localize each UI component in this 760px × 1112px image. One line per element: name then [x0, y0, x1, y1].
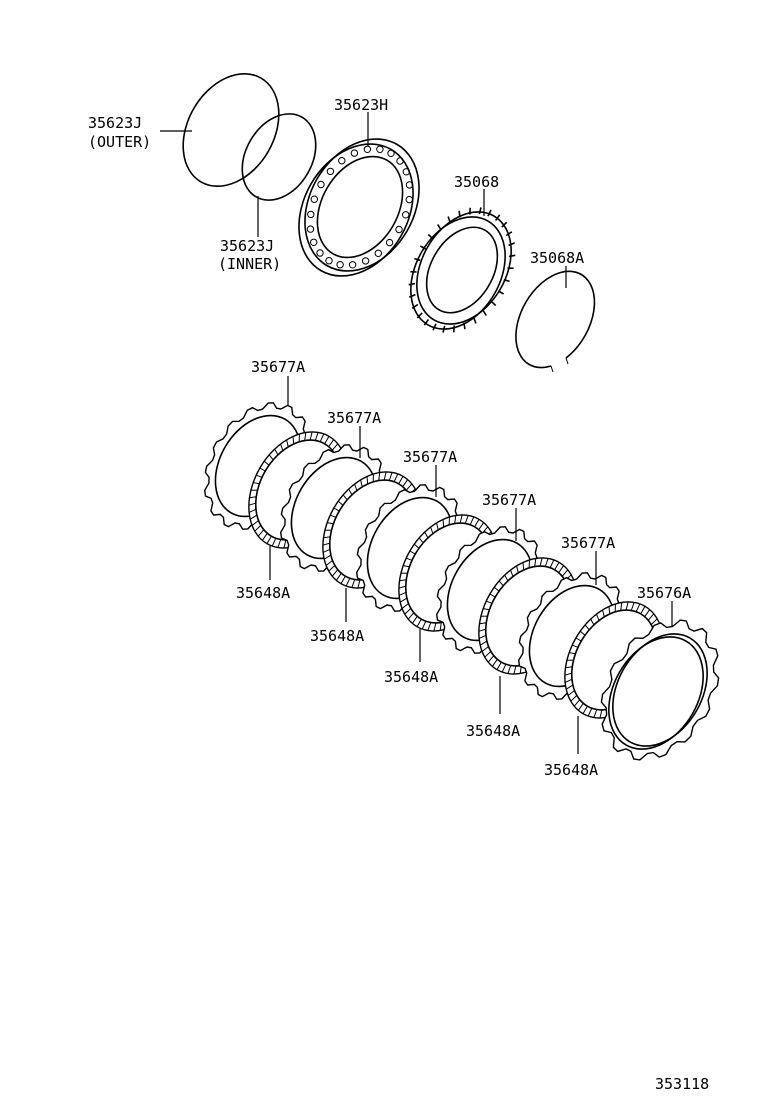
label-flange-plate-1: 35677A	[251, 358, 305, 376]
label-outer-ring-note: (OUTER)	[88, 133, 151, 151]
label-outer-ring-part: 35623J	[88, 114, 142, 132]
label-flange-plate-4: 35677A	[482, 491, 536, 509]
label-inner-ring-part: 35623J	[220, 237, 274, 255]
label-flange-plate-5: 35677A	[561, 534, 615, 552]
label-disc-5: 35648A	[544, 761, 598, 779]
label-snap-ring: 35068A	[530, 249, 584, 267]
label-disc-3: 35648A	[384, 668, 438, 686]
label-clutch-hub: 35623H	[334, 96, 388, 114]
figure-number: 353118	[655, 1075, 709, 1093]
label-disc-1: 35648A	[236, 584, 290, 602]
label-inner-ring-note: (INNER)	[218, 255, 281, 273]
label-flange-plate-2: 35677A	[327, 409, 381, 427]
clutch-pack	[203, 402, 720, 761]
snap-ring	[515, 270, 596, 373]
one-way-clutch	[408, 207, 516, 333]
inner-ring	[241, 113, 317, 201]
label-disc-2: 35648A	[310, 627, 364, 645]
label-end-plate: 35676A	[637, 584, 691, 602]
label-disc-4: 35648A	[466, 722, 520, 740]
clutch-hub	[298, 138, 420, 277]
label-one-way-clutch: 35068	[454, 173, 499, 191]
part-labels: 35623J (OUTER) 35623J (INNER) 35623H 350…	[88, 96, 709, 1093]
end-plate	[600, 619, 720, 761]
leader-lines	[160, 112, 673, 754]
outer-ring	[182, 72, 280, 188]
label-flange-plate-3: 35677A	[403, 448, 457, 466]
